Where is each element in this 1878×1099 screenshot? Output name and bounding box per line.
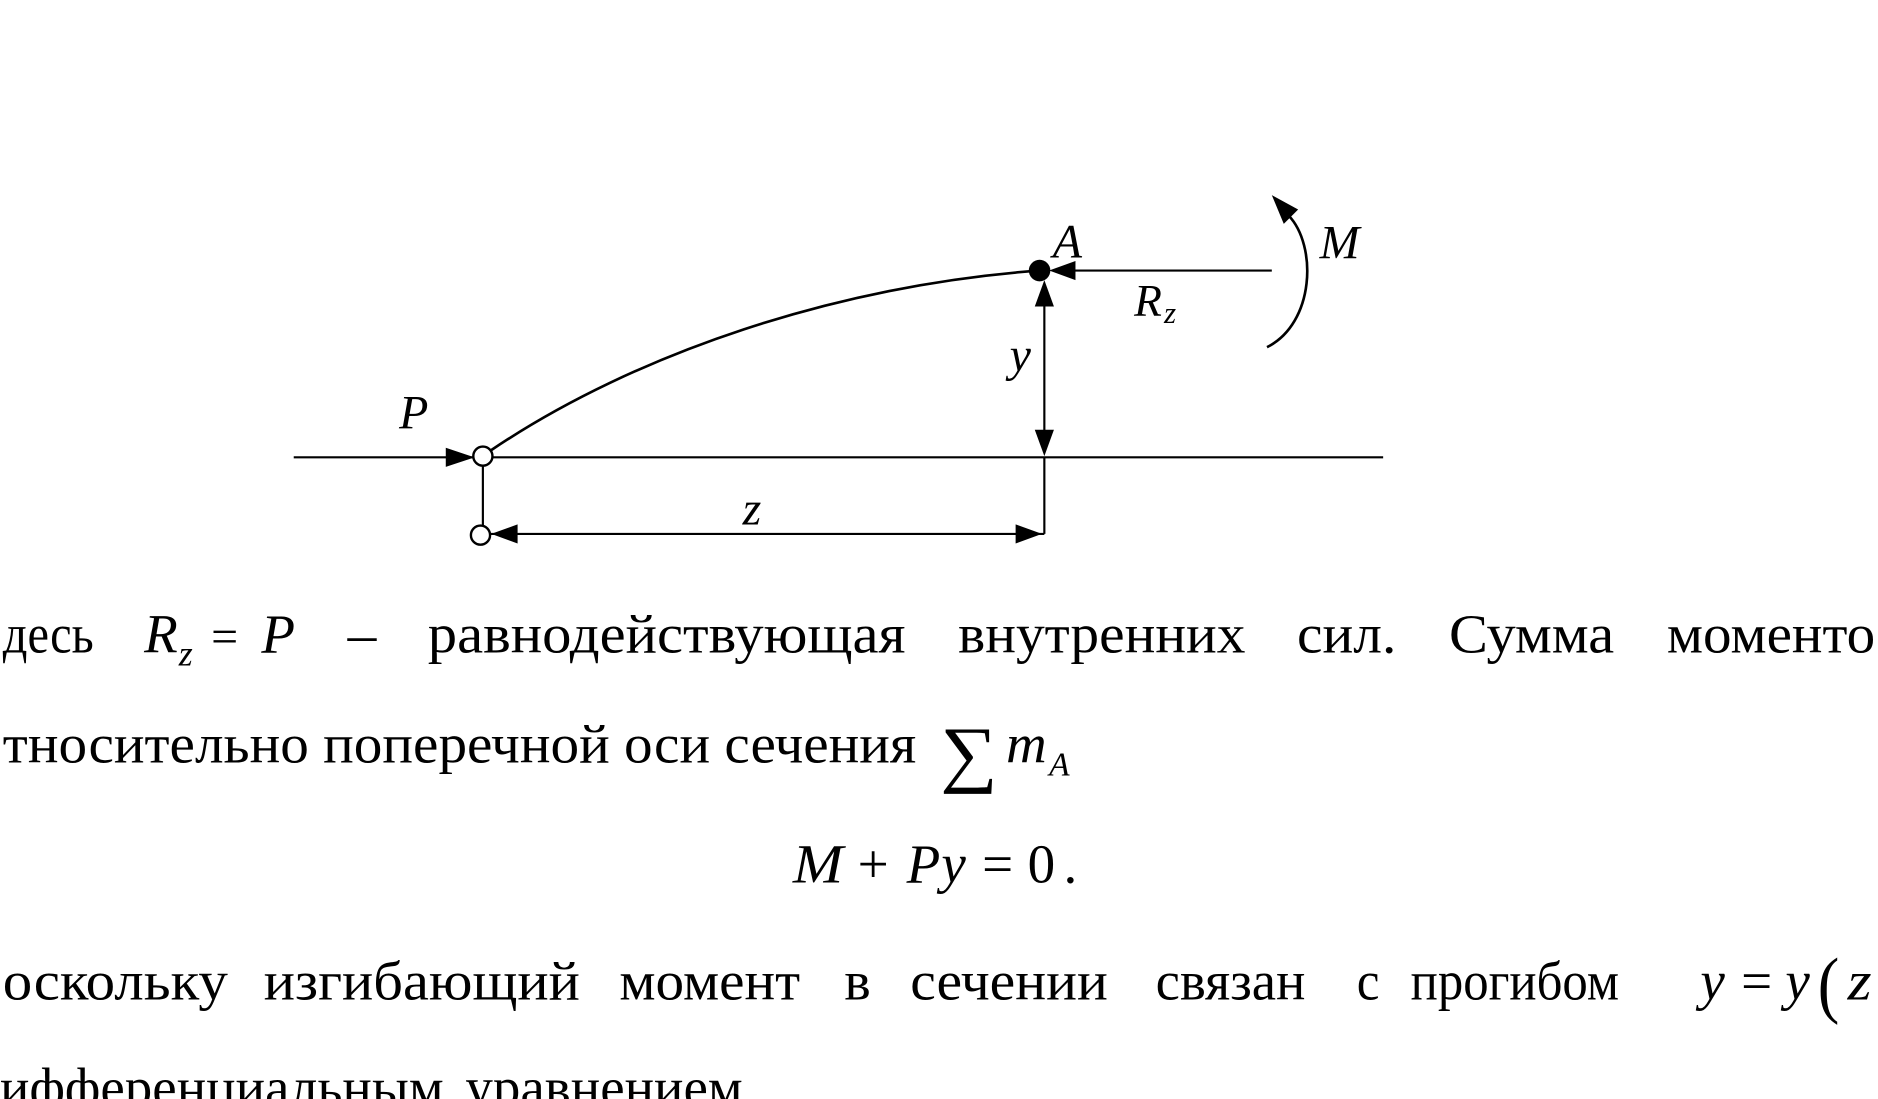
label-P: P (398, 387, 428, 440)
eq-P: P (906, 833, 941, 894)
deflection-y-up-arrowhead (1034, 280, 1054, 307)
dimension-z-right-arrowhead (1015, 524, 1042, 544)
dash: – (347, 603, 377, 664)
moment-arc-arrowhead (1271, 195, 1299, 224)
eq-plus: + (858, 833, 889, 894)
sum-symbol: ∑ (940, 713, 997, 795)
label-R-subscript: z (1163, 295, 1176, 330)
eq-M: M (792, 833, 847, 894)
eq-zero: 0 (1028, 833, 1056, 894)
force-P-arrowhead (445, 447, 475, 467)
deflection-curve (490, 269, 1040, 452)
eq-period: . (1064, 833, 1078, 894)
formula-y-right: y (1780, 951, 1810, 1012)
formula-R-subscript: z (178, 634, 193, 674)
formula-equals: = (1741, 951, 1772, 1012)
text-line-2: тносительно поперечной оси сечения ∑ m A (3, 713, 1070, 795)
word: сечении (910, 951, 1108, 1012)
label-M: M (1319, 217, 1363, 270)
label-R: R (1133, 275, 1162, 326)
hinge-bottom-circle (469, 524, 492, 546)
formula-R: R (143, 603, 178, 664)
label-y: y (1006, 329, 1032, 382)
formula-paren: ( (1818, 944, 1840, 1026)
point-A-dot (1028, 259, 1051, 282)
word: оскольку (3, 951, 229, 1012)
eq-equals: = (982, 833, 1013, 894)
sentence-fragment: тносительно поперечной оси сечения (3, 714, 916, 775)
force-Rz-arrowhead (1049, 260, 1076, 281)
text-line-4: оскольку изгибающий момент в сечении свя… (3, 944, 1872, 1026)
formula-m-subscript: A (1047, 747, 1070, 784)
label-z: z (742, 482, 762, 535)
eq-y: y (936, 833, 966, 894)
word: моменто (1667, 603, 1875, 664)
word: в (844, 951, 870, 1012)
formula-P: P (260, 603, 295, 664)
word: равнодействующая (428, 603, 906, 664)
moment-arc (1266, 214, 1309, 349)
equation-line: M + P y = 0 . (792, 833, 1077, 894)
text-line-5: ифференциальным уравнением (0, 1060, 743, 1099)
formula-z: z (1847, 951, 1872, 1012)
text-line-1: десь R z = P – равнодействующая внутренн… (3, 603, 1875, 673)
word: связан (1156, 951, 1306, 1012)
word: с (1357, 951, 1380, 1012)
formula-m: m (1006, 714, 1047, 775)
beam-diagram: P A M R z y z (293, 195, 1384, 546)
formula-equals: = (211, 610, 238, 663)
word: изгибающий (264, 951, 580, 1012)
word: прогибом (1411, 951, 1619, 1012)
word: сил. (1297, 603, 1396, 664)
label-A: A (1050, 215, 1083, 268)
formula-y-left: y (1695, 951, 1725, 1012)
word: Сумма (1449, 603, 1614, 664)
hinge-top-circle (472, 445, 494, 467)
word: момент (619, 951, 800, 1012)
word: внутренних (958, 603, 1245, 664)
deflection-y-down-arrowhead (1034, 429, 1054, 457)
dimension-z-left-arrowhead (491, 524, 518, 544)
word: десь (3, 603, 94, 664)
